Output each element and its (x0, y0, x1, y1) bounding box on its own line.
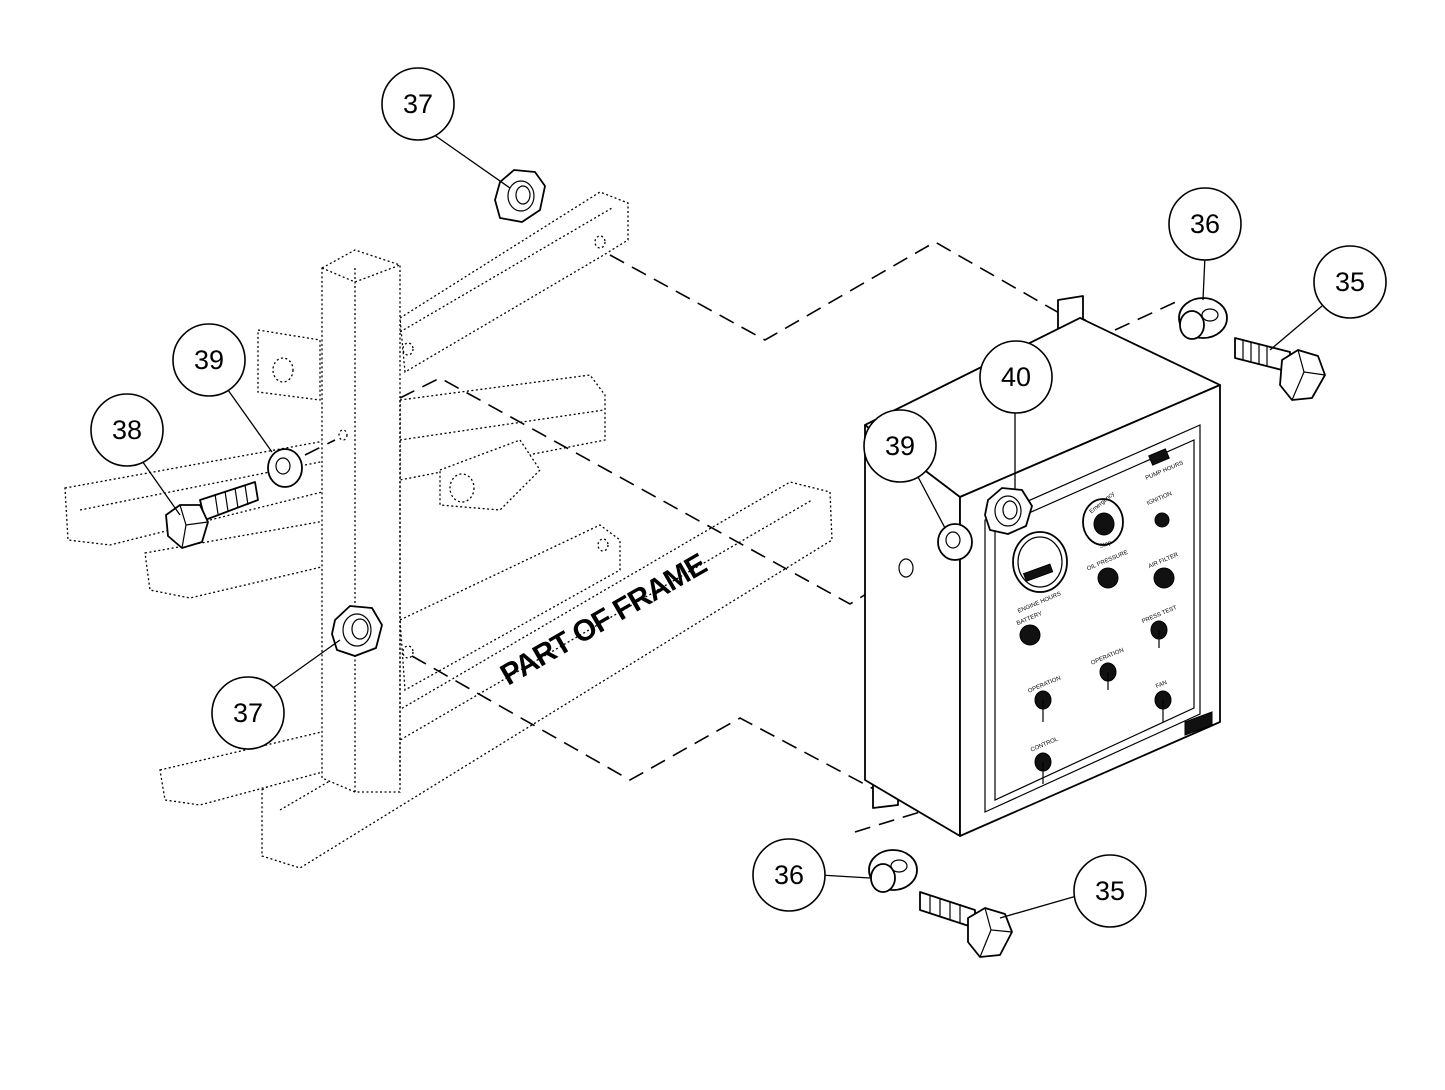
callout-35-bottom: 35 (1073, 854, 1147, 928)
callout-35-top: 35 (1313, 245, 1387, 319)
callout-37-top-label: 37 (403, 89, 433, 119)
frame-assembly (64, 191, 833, 869)
callout-35-top-label: 35 (1335, 267, 1365, 297)
washer-36-bottom (868, 849, 918, 893)
callout-39-left: 39 (172, 323, 246, 397)
callout-37-bottom: 37 (211, 676, 285, 750)
control-panel-box: ENGINE HOURS Emergency Stop OIL PRESSURE… (864, 295, 1221, 837)
alignment-lines (304, 241, 1181, 833)
callout-35-bottom-label: 35 (1095, 876, 1125, 906)
callout-40-label: 40 (1001, 362, 1031, 392)
stop-label: Stop (1099, 540, 1113, 550)
washer-39-left (267, 448, 303, 488)
callout-39-left-label: 39 (194, 345, 224, 375)
hex-nut-37-bottom (331, 605, 383, 657)
hex-nut-37-top (494, 169, 546, 223)
bolt-35-bottom (919, 891, 1013, 958)
hex-nut-40 (984, 487, 1033, 535)
callout-36-bottom-label: 36 (774, 860, 804, 890)
callout-37-top: 37 (381, 67, 455, 141)
callout-37-bottom-label: 37 (233, 698, 263, 728)
logo-mark (1148, 448, 1170, 466)
leader-lines (139, 131, 1323, 919)
washer-39-right (937, 523, 973, 561)
bolt-35-top (1234, 337, 1326, 401)
callout-40: 40 (979, 340, 1053, 414)
callout-38-label: 38 (112, 415, 142, 445)
callout-39-right: 39 (863, 409, 937, 483)
fan-label: FAN (1155, 680, 1168, 690)
toggle-switches (1034, 512, 1172, 784)
callout-38: 38 (90, 393, 164, 467)
callout-39-right-label: 39 (885, 431, 915, 461)
callout-36-top-label: 36 (1190, 209, 1220, 239)
bolt-38 (165, 481, 259, 549)
callout-36-top: 36 (1168, 187, 1242, 261)
callout-36-bottom: 36 (752, 838, 826, 912)
washer-36-top (1178, 297, 1228, 340)
